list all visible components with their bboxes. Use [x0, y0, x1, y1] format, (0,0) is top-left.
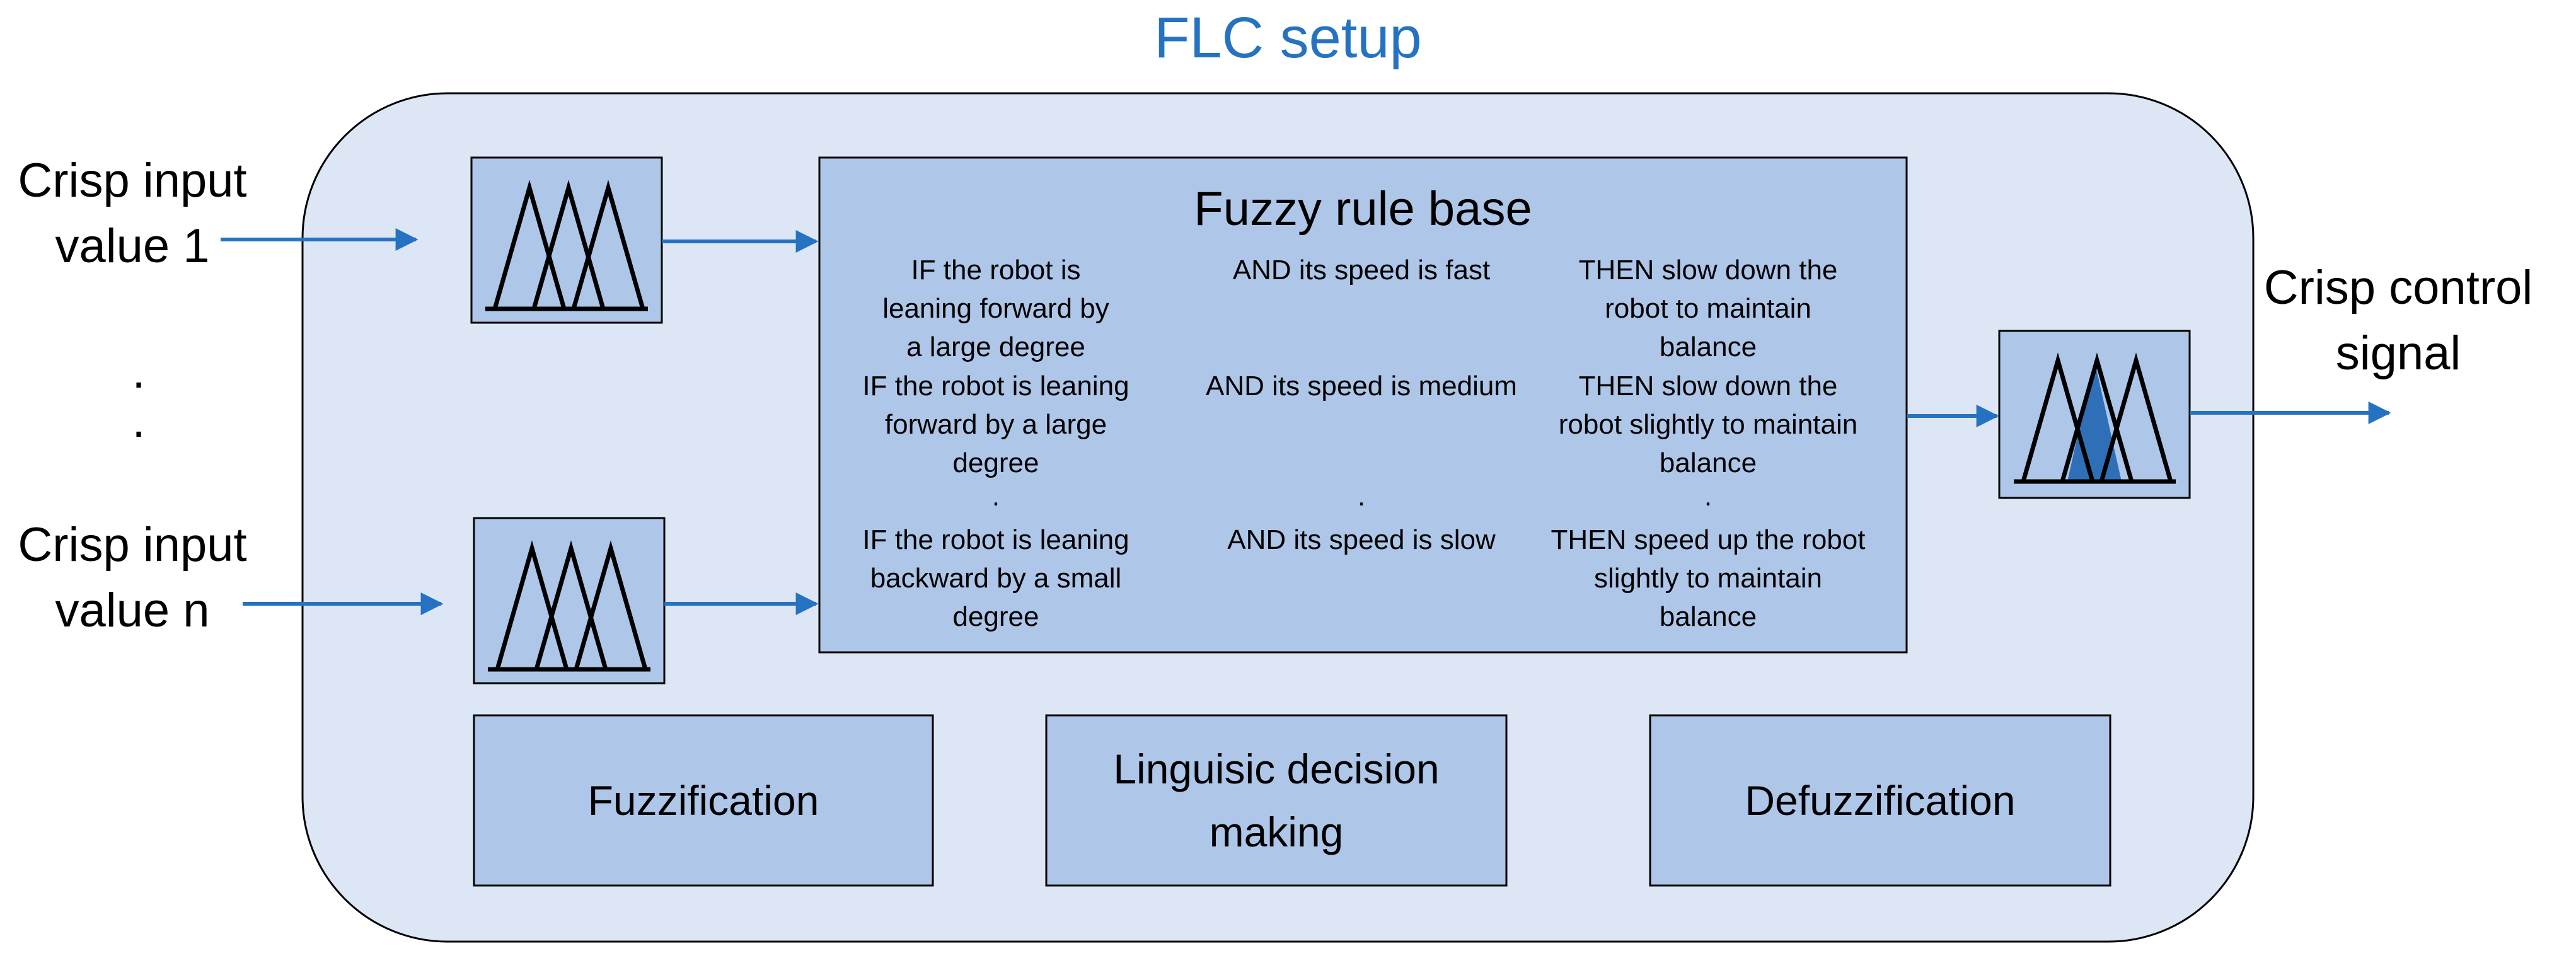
rule-4-then-line-1: THEN speed up the robot — [1551, 524, 1866, 555]
rule-1-if: IF the robot is leaning forward by a lar… — [838, 251, 1153, 366]
rule-1-and: AND its speed is fast — [1147, 251, 1576, 289]
input-n-label: Crisp input value n — [0, 512, 265, 643]
output-line-2: signal — [2335, 326, 2461, 380]
diagram-title: FLC setup — [1154, 6, 1422, 70]
input-1-line-1: Crisp input — [18, 154, 247, 207]
fuzzification-text: Fuzzification — [587, 777, 819, 824]
rule-4-and: AND its speed is slow — [1147, 521, 1576, 559]
rule-1-and-line-1: AND its speed is fast — [1232, 255, 1491, 286]
input-1-label: Crisp input value 1 — [0, 148, 265, 279]
fuzzification-box — [473, 714, 934, 887]
rule-4-then-line-3: balance — [1659, 601, 1757, 632]
rule-1-then-line-2: robot to maintain — [1605, 293, 1811, 324]
rule-3-if: . — [838, 481, 1153, 512]
rule-1-if-line-2: leaning forward by — [882, 293, 1109, 324]
ellipsis-dot-2: . — [132, 394, 146, 447]
defuzzification-box — [1649, 714, 2111, 887]
rule-4-and-line-1: AND its speed is slow — [1227, 524, 1496, 555]
rule-2-if-line-3: degree — [952, 447, 1039, 478]
input-ellipsis: . . — [107, 345, 170, 447]
rule-1-if-line-1: IF the robot is — [911, 255, 1081, 286]
output-line-1: Crisp control — [2263, 261, 2533, 315]
rule-2-if: IF the robot is leaning forward by a lar… — [838, 367, 1153, 482]
rule-4-then: THEN speed up the robot slightly to main… — [1525, 521, 1891, 636]
rule-4-if-line-1: IF the robot is leaning — [862, 524, 1129, 555]
rule-1-then-line-3: balance — [1659, 332, 1757, 362]
decision-line-2: making — [1209, 809, 1344, 855]
rule-4-then-line-2: slightly to maintain — [1594, 563, 1822, 594]
input-n-line-2: value n — [55, 584, 210, 637]
decision-line-1: Linguisic decision — [1113, 746, 1440, 792]
output-label: Crisp control signal — [2231, 255, 2565, 386]
rule-2-and: AND its speed is medium — [1147, 367, 1576, 405]
rule-2-if-line-2: forward by a large — [884, 409, 1107, 440]
defuzzification-label: Defuzzification — [1650, 715, 2110, 886]
fuzzification-label: Fuzzification — [474, 715, 933, 886]
defuzzification-text: Defuzzification — [1745, 777, 2016, 824]
rule-2-then: THEN slow down the robot slightly to mai… — [1525, 367, 1891, 482]
input-1-line-2: value 1 — [55, 219, 210, 273]
rule-2-and-line-1: AND its speed is medium — [1206, 371, 1517, 401]
fuzzifier-n-icon — [473, 517, 666, 684]
input-n-line-1: Crisp input — [18, 518, 247, 572]
rule-3-and-dot: . — [1357, 481, 1366, 512]
rule-3-and: . — [1147, 481, 1576, 512]
decision-making-label: Linguisic decision making — [1046, 715, 1506, 886]
rule-2-then-line-2: robot slightly to maintain — [1558, 409, 1858, 440]
ellipsis-dot-1: . — [132, 345, 146, 398]
rule-1-if-line-3: a large degree — [906, 332, 1085, 362]
rule-1-then: THEN slow down the robot to maintain bal… — [1525, 251, 1891, 366]
fuzzifier-1-icon — [470, 156, 663, 324]
rule-4-if-line-2: backward by a small — [870, 563, 1122, 594]
rule-2-then-line-1: THEN slow down the — [1578, 371, 1838, 401]
rule-3-then: . — [1525, 481, 1891, 512]
rule-3-then-dot: . — [1704, 481, 1713, 512]
rule-2-then-line-3: balance — [1659, 447, 1757, 478]
rule-1-then-line-1: THEN slow down the — [1578, 255, 1838, 286]
defuzzifier-icon — [1998, 330, 2191, 499]
rule-4-if: IF the robot is leaning backward by a sm… — [838, 521, 1153, 636]
rule-2-if-line-1: IF the robot is leaning — [862, 371, 1129, 401]
decision-making-box — [1045, 714, 1508, 887]
rule-4-if-line-3: degree — [952, 601, 1039, 632]
rule-base-box — [818, 156, 1908, 654]
rule-3-if-dot: . — [991, 481, 1000, 512]
rule-base-title: Fuzzy rule base — [1194, 182, 1532, 236]
